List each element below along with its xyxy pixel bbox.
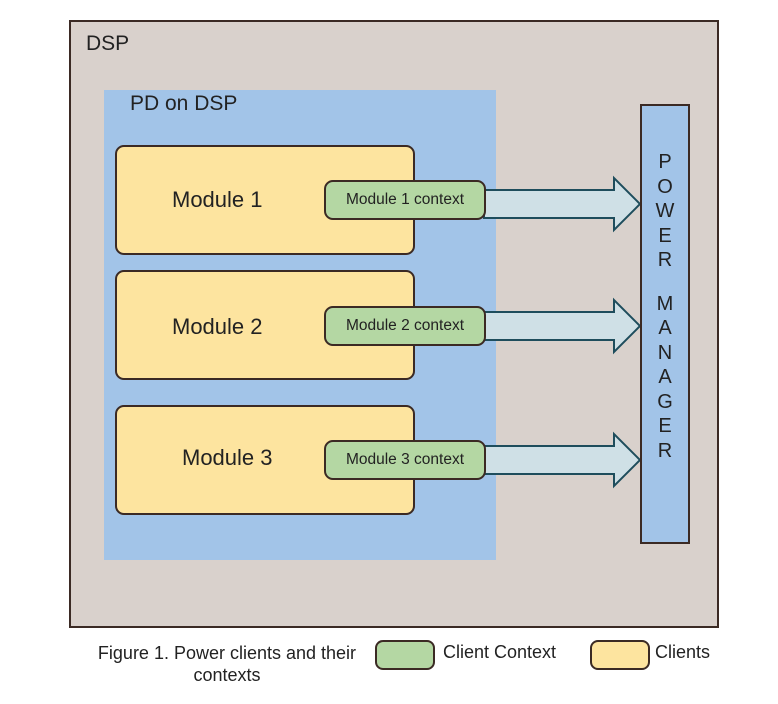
arrow-3 (483, 431, 642, 489)
module-3-context: Module 3 context (324, 440, 486, 480)
legend-clients-swatch (590, 640, 650, 670)
power-manager-label: P O W E R M A N A G E R (640, 150, 690, 463)
legend-client-context-label: Client Context (443, 642, 557, 662)
pm-letter: E (658, 415, 672, 437)
arrow-1 (483, 175, 642, 233)
module-3-label: Module 3 (182, 445, 273, 470)
figure-caption: Figure 1. Power clients and their contex… (82, 642, 372, 686)
dsp-label: DSP (86, 32, 130, 55)
pm-letter: R (657, 439, 673, 462)
pm-letter: A (658, 366, 672, 388)
legend-clients-label: Clients (655, 642, 711, 662)
pm-letter: M (656, 292, 674, 315)
caption-line-2: contexts (193, 665, 261, 685)
arrow-2 (483, 297, 642, 355)
module-1-context: Module 1 context (324, 180, 486, 220)
pm-letter: P (658, 151, 672, 173)
pm-letter: O (657, 175, 673, 198)
module-2-label: Module 2 (172, 314, 263, 339)
pm-letter: W (655, 200, 675, 222)
pm-letter: G (657, 390, 673, 413)
pm-letter: N (657, 341, 673, 364)
pm-gap (640, 273, 690, 292)
pm-letter: A (658, 317, 672, 339)
pd-label: PD on DSP (130, 92, 238, 115)
caption-line-1: Figure 1. Power clients and their (97, 643, 357, 663)
legend-client-context-swatch (375, 640, 435, 670)
module-1-label: Module 1 (172, 187, 263, 212)
power-manager-box (640, 104, 690, 544)
module-2-context: Module 2 context (324, 306, 486, 346)
pm-letter: E (658, 224, 672, 247)
pm-letter: R (657, 249, 673, 271)
